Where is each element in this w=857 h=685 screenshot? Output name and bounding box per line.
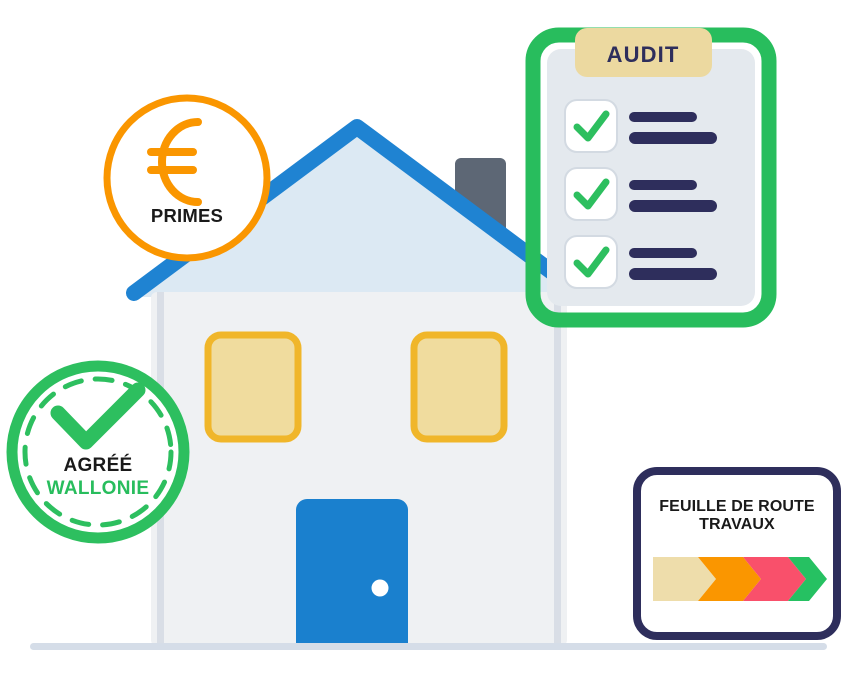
checklist-line-short: [629, 248, 697, 258]
audit-tab-label: AUDIT: [606, 42, 680, 67]
checklist-line-short: [629, 180, 697, 190]
check-mark-icon: [50, 382, 146, 450]
roadmap-step-4: [788, 557, 827, 601]
roadmap-title-line2: TRAVAUX: [699, 515, 775, 533]
primes-badge-label: PRIMES: [150, 205, 224, 226]
check-icon: [573, 178, 610, 210]
roadmap-card-group[interactable]: [633, 467, 841, 640]
roadmap-steps: [653, 557, 827, 601]
check-icon: [573, 110, 610, 142]
window-left: [204, 331, 302, 443]
checklist-row[interactable]: [564, 235, 717, 289]
checklist-row[interactable]: [564, 99, 717, 153]
roadmap-step-2: [698, 557, 761, 601]
euro-icon: [147, 118, 202, 206]
primes-badge-group[interactable]: [103, 94, 271, 262]
audit-clipboard-group[interactable]: [525, 27, 777, 328]
door-knob: [371, 579, 389, 597]
house-wall-shadow-right: [554, 292, 561, 646]
checkbox-1[interactable]: [564, 99, 618, 153]
roadmap-title-line1: FEUILLE DE ROUTE: [659, 498, 815, 515]
ground-line: [30, 643, 827, 650]
roadmap-step-3: [743, 557, 806, 601]
checkbox-2[interactable]: [564, 167, 618, 221]
front-door: [296, 499, 408, 646]
checklist-line-short: [629, 112, 697, 122]
roadmap-step-1: [653, 557, 716, 601]
roof-fill: [134, 133, 580, 297]
agree-badge-line1: AGRÉÉ: [63, 455, 133, 476]
checklist-row[interactable]: [564, 167, 717, 221]
agree-badge-dashed-ring: [22, 376, 174, 528]
clipboard-tab: [575, 28, 712, 77]
checklist-line-long: [629, 132, 717, 144]
primes-badge-circle: [103, 94, 271, 262]
checklist-line-long: [629, 268, 717, 280]
window-right: [410, 331, 508, 443]
checkbox-3[interactable]: [564, 235, 618, 289]
checklist-line-long: [629, 200, 717, 212]
agree-badge-line2: WALLONIE: [46, 478, 150, 499]
check-icon: [573, 246, 610, 278]
roadmap-card-border: [633, 467, 841, 640]
agree-badge-group[interactable]: [6, 360, 190, 544]
agree-badge-circle: [6, 360, 190, 544]
